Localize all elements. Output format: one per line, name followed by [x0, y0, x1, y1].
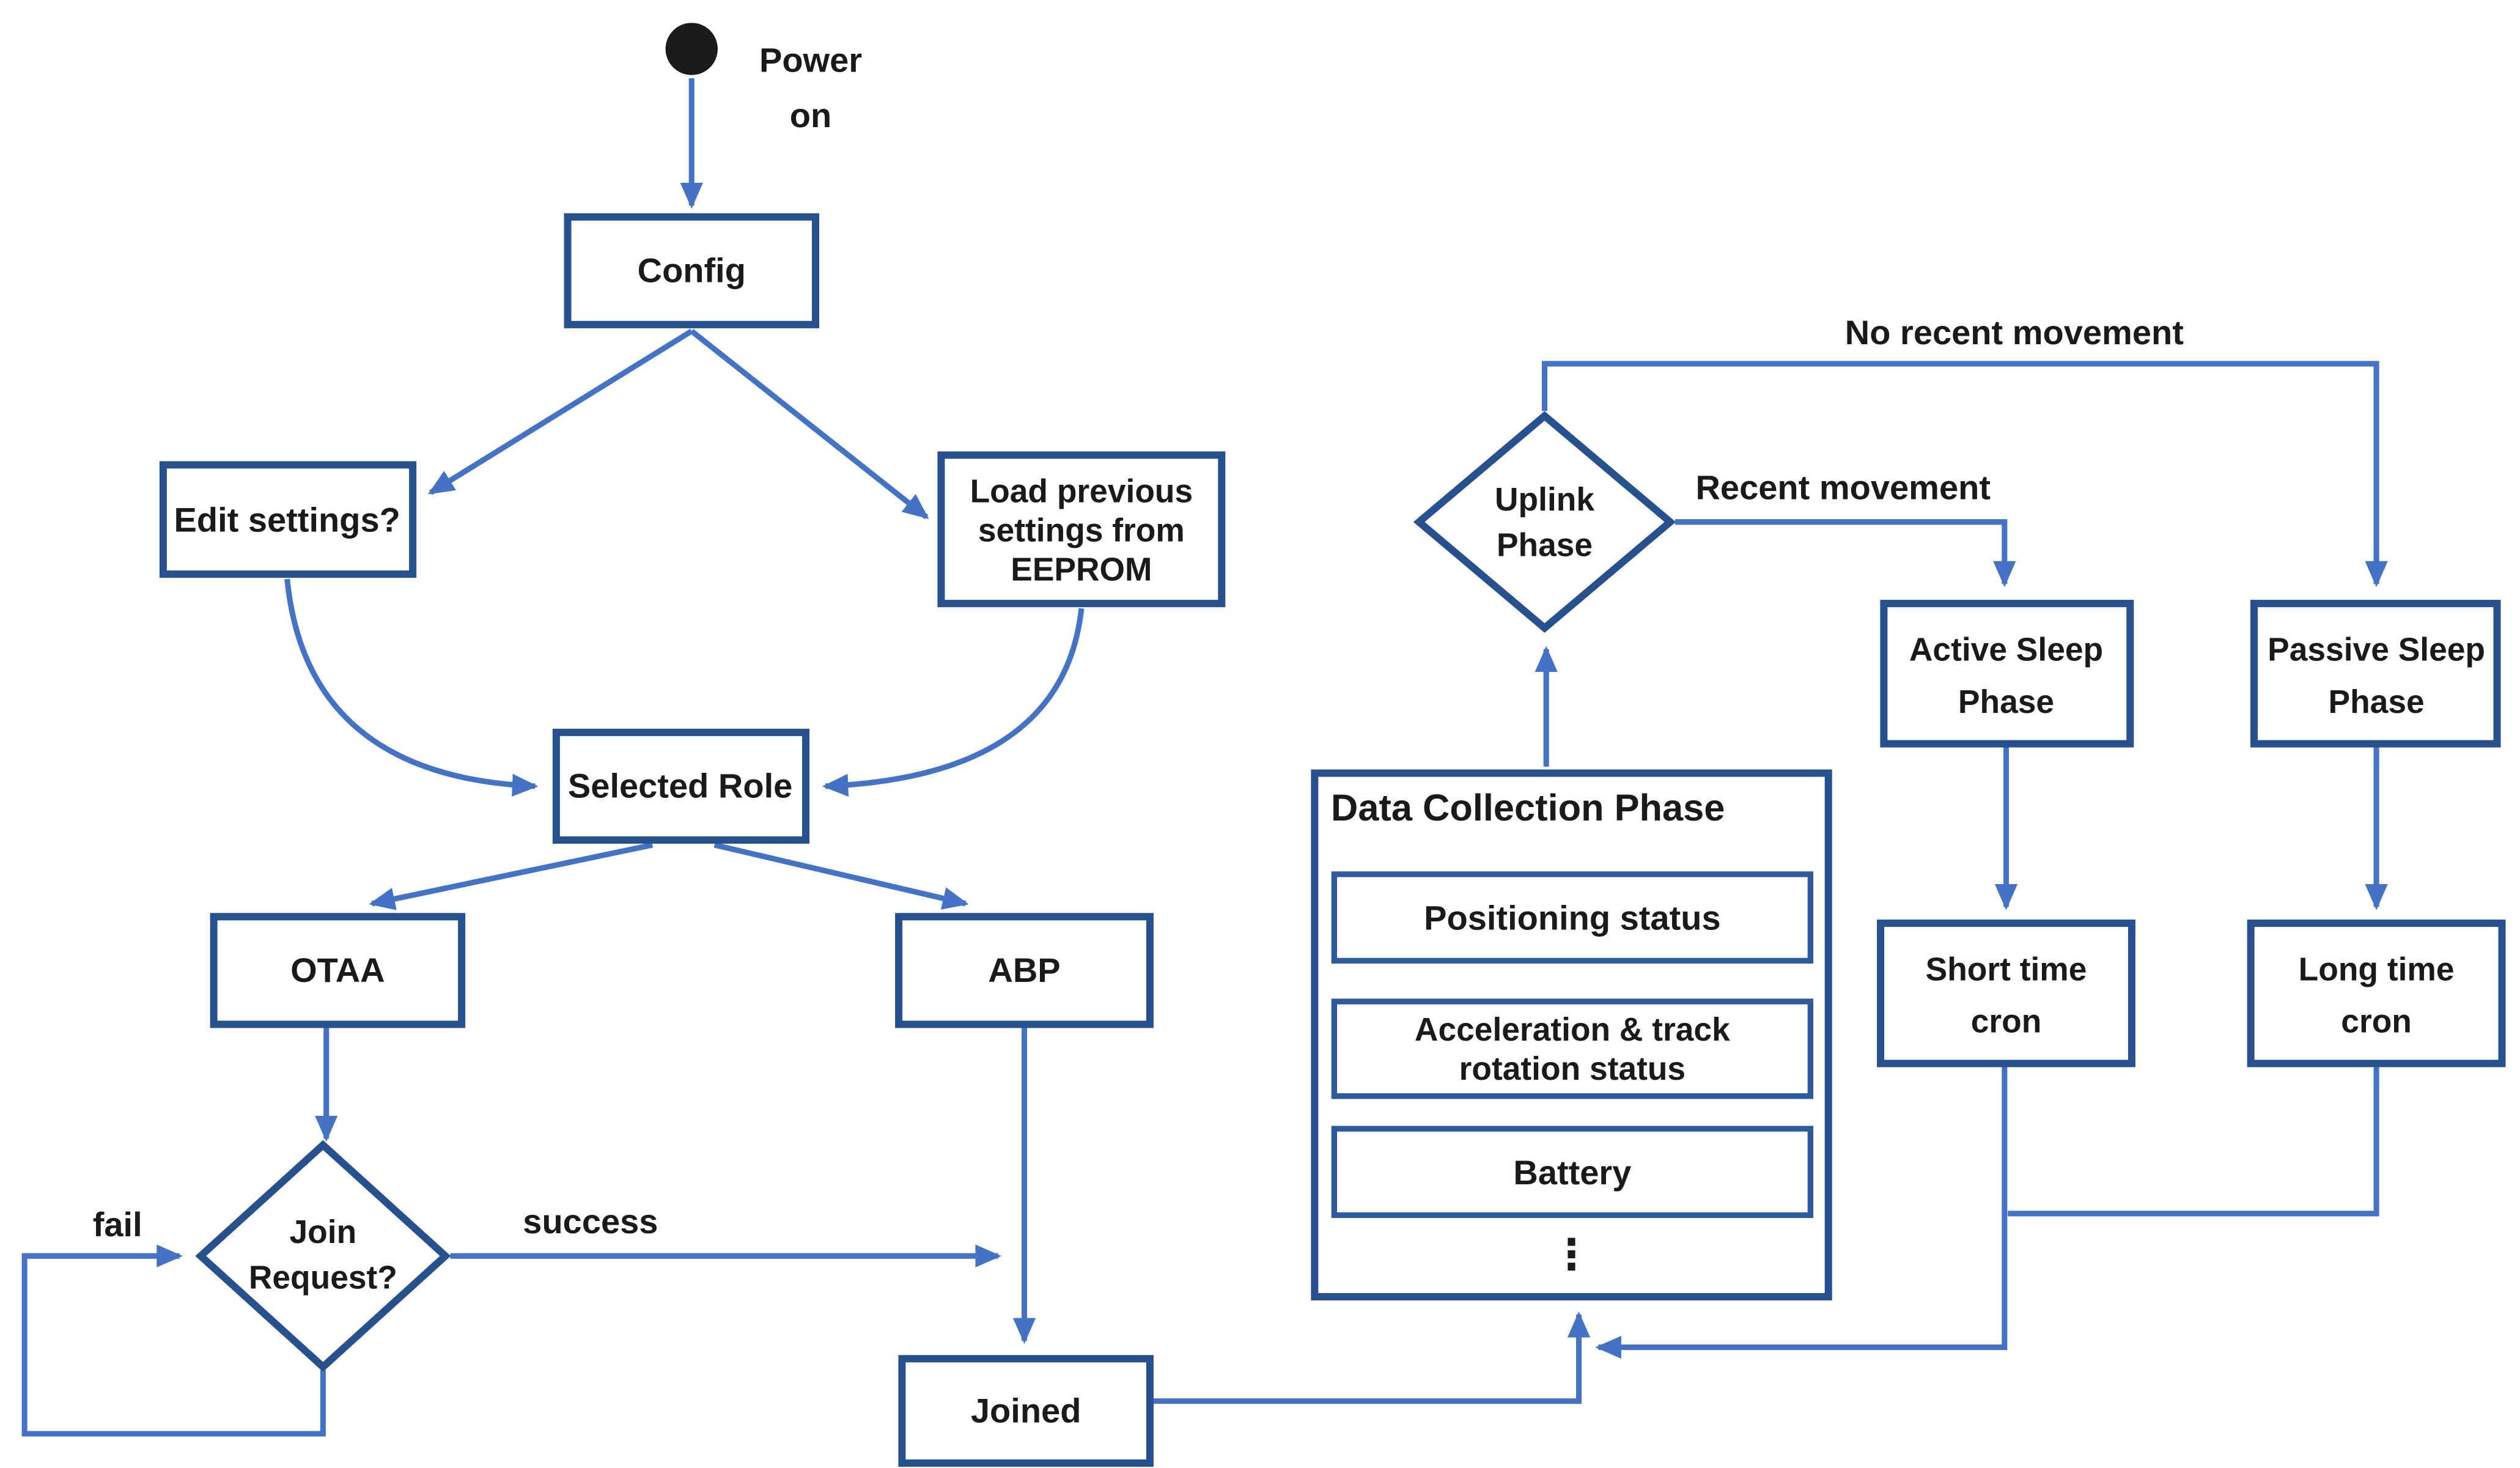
- acceleration-label-line2: rotation status: [1459, 1051, 1686, 1087]
- passive-sleep-node: [2250, 600, 2501, 748]
- short-cron-node: [1877, 919, 2135, 1068]
- edit-settings-node: [159, 461, 417, 578]
- join-request-diamond: [195, 1140, 451, 1372]
- edge-config-to-eeprom: [690, 329, 929, 520]
- otaa-label: OTAA: [290, 951, 385, 989]
- edge-config-to-edit-settings: [427, 328, 693, 495]
- edge-long-cron-feedback: [2008, 1063, 2379, 1217]
- battery-label: Battery: [1513, 1153, 1631, 1192]
- positioning-status-label: Positioning status: [1424, 899, 1721, 937]
- long-cron-label-line2: cron: [2341, 1004, 2412, 1040]
- power-on-label-line1: Power: [759, 40, 862, 79]
- active-sleep-label-line2: Phase: [1958, 684, 2054, 720]
- join-request-label-line2: Request?: [249, 1260, 397, 1296]
- join-request-label-line1: Join: [290, 1214, 357, 1250]
- uplink-label-line1: Uplink: [1495, 482, 1594, 518]
- active-sleep-label-line1: Active Sleep: [1909, 632, 2103, 668]
- power-on-label-line2: on: [790, 96, 831, 135]
- success-label: success: [523, 1202, 658, 1241]
- active-sleep-node: [1880, 600, 2134, 748]
- acceleration-label-line1: Acceleration & track: [1415, 1012, 1730, 1048]
- edge-joined-to-data-collection: [1149, 1311, 1591, 1404]
- edge-edit-settings-to-selected-role: [284, 578, 539, 797]
- data-collection-title: Data Collection Phase: [1331, 787, 1725, 829]
- ellipsis-label: ⋮: [1550, 1231, 1594, 1278]
- edge-eeprom-to-selected-role: [822, 608, 1085, 797]
- short-cron-label-line2: cron: [1971, 1004, 2042, 1040]
- no-recent-movement-label: No recent movement: [1845, 313, 2184, 352]
- long-cron-node: [2247, 919, 2506, 1068]
- selected-role-node: [552, 728, 810, 844]
- eeprom-label-line3: EEPROM: [1011, 552, 1152, 588]
- uplink-label-line2: Phase: [1497, 528, 1593, 564]
- otaa-node: [210, 913, 466, 1028]
- short-cron-label-line1: Short time: [1926, 951, 2087, 987]
- passive-sleep-label-line2: Phase: [2329, 684, 2425, 720]
- joined-label: Joined: [971, 1391, 1081, 1429]
- long-cron-label-line1: Long time: [2299, 951, 2455, 987]
- acceleration-node: [1331, 998, 1814, 1099]
- start-circle: [665, 23, 718, 75]
- battery-node: [1331, 1126, 1814, 1219]
- edit-settings-label: Edit settings?: [174, 501, 400, 539]
- joined-node: [898, 1355, 1154, 1467]
- config-node: [564, 213, 820, 328]
- edge-selected-role-to-otaa: [369, 842, 654, 910]
- recent-movement-label: Recent movement: [1695, 468, 1991, 506]
- eeprom-label-line2: settings from: [978, 513, 1185, 549]
- selected-role-label: Selected Role: [568, 767, 792, 805]
- edge-short-cron-feedback: [1595, 1063, 2008, 1359]
- passive-sleep-label-line1: Passive Sleep: [2268, 632, 2485, 668]
- fail-label: fail: [93, 1205, 142, 1244]
- abp-label: ABP: [988, 951, 1060, 989]
- abp-node: [895, 913, 1154, 1028]
- edge-join-fail-loop: [21, 1244, 326, 1437]
- positioning-status-node: [1331, 871, 1814, 964]
- eeprom-node: [937, 451, 1226, 608]
- edge-uplink-no-recent-movement: [1541, 361, 2388, 588]
- uplink-phase-diamond: [1413, 411, 1676, 633]
- config-label: Config: [638, 251, 746, 290]
- eeprom-label-line1: Load previous: [970, 474, 1193, 510]
- edge-selected-role-to-abp: [713, 842, 969, 910]
- edge-uplink-recent-movement: [1674, 519, 2016, 588]
